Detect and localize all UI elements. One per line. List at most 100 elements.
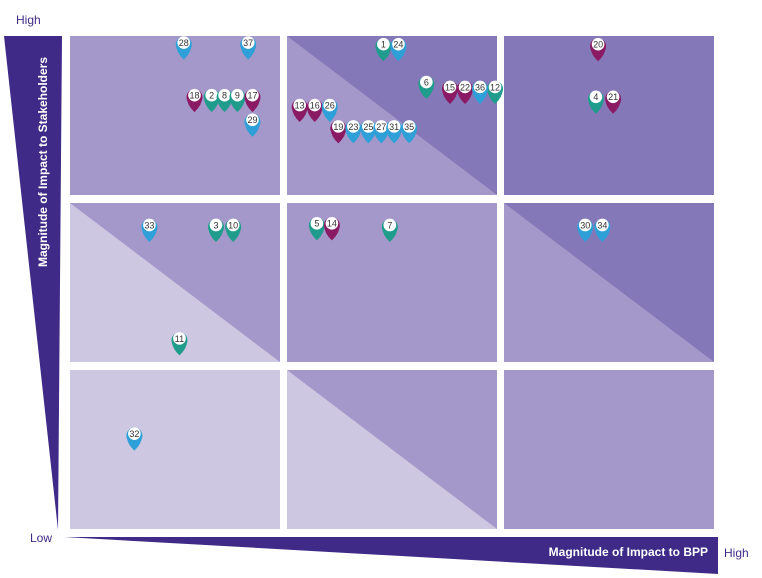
- marker-label-bg: [347, 120, 360, 133]
- marker-label-bg: [383, 218, 397, 232]
- map-pin-marker: 22: [456, 80, 473, 104]
- map-pin-marker: 10: [225, 218, 242, 242]
- marker-label: 36: [475, 82, 485, 92]
- marker-label: 16: [310, 100, 320, 110]
- matrix-cell: [70, 36, 280, 195]
- y-low-label: Low: [30, 531, 52, 545]
- marker-label: 11: [175, 334, 184, 344]
- map-pin-marker: 19: [330, 120, 347, 144]
- map-pin-marker: 6: [418, 75, 435, 100]
- marker-label: 17: [247, 91, 257, 101]
- marker-label-bg: [128, 427, 141, 440]
- marker-label-bg: [387, 120, 401, 133]
- map-pin-marker: 26: [321, 98, 338, 123]
- y-high-label: High: [16, 13, 41, 27]
- map-pin-marker: 33: [141, 218, 158, 242]
- marker-label-bg: [209, 218, 223, 232]
- map-pin-marker: 2: [203, 88, 220, 113]
- marker-label: 22: [460, 82, 470, 92]
- matrix-cell: [504, 370, 714, 529]
- marker-label-bg: [143, 218, 156, 232]
- map-pin-marker: 28: [175, 36, 192, 60]
- marker-label-bg: [591, 37, 605, 51]
- marker-label-bg: [231, 88, 244, 102]
- marker-label: 3: [213, 220, 218, 230]
- marker-label-bg: [596, 218, 609, 232]
- marker-label: 18: [189, 91, 199, 101]
- map-pin-marker: 8: [216, 88, 233, 113]
- marker-label-bg: [374, 120, 388, 133]
- marker-label-bg: [241, 36, 255, 49]
- marker-label-bg: [308, 98, 322, 112]
- marker-label-bg: [246, 113, 259, 127]
- marker-label-bg: [402, 120, 416, 133]
- marker-label-bg: [578, 218, 592, 232]
- x-axis-label: Magnitude of Impact to BPP: [549, 545, 708, 559]
- marker-label: 8: [222, 91, 227, 101]
- marker-label: 4: [593, 92, 598, 102]
- marker-label-bg: [458, 80, 472, 94]
- marker-label-bg: [473, 80, 487, 94]
- marker-label-bg: [420, 75, 433, 89]
- marker-label: 37: [243, 38, 253, 48]
- marker-label: 30: [580, 220, 590, 230]
- marker-label-bg: [226, 218, 240, 232]
- marker-label: 28: [179, 38, 189, 48]
- map-pin-marker: 23: [345, 120, 362, 144]
- map-pin-marker: 27: [373, 120, 390, 144]
- marker-label: 7: [387, 220, 392, 230]
- marker-label: 34: [597, 220, 607, 230]
- map-pin-marker: 34: [594, 218, 611, 242]
- marker-label: 19: [333, 122, 343, 132]
- marker-label-bg: [362, 120, 375, 133]
- matrix-cell-diagonal: [287, 36, 497, 195]
- marker-label-bg: [293, 98, 306, 112]
- map-pin-marker: 25: [360, 120, 377, 144]
- map-pin-marker: 14: [323, 217, 340, 241]
- x-high-label: High: [724, 546, 749, 560]
- marker-label-bg: [323, 98, 337, 112]
- matrix-cell-diagonal: [70, 203, 280, 362]
- marker-label: 5: [314, 219, 319, 229]
- map-pin-marker: 36: [472, 80, 489, 104]
- map-pin-marker: 5: [308, 217, 325, 241]
- marker-label: 9: [235, 91, 240, 101]
- marker-label: 14: [327, 219, 337, 229]
- marker-label: 2: [209, 91, 214, 101]
- map-pin-marker: 21: [605, 90, 622, 114]
- marker-label: 25: [363, 122, 373, 132]
- marker-label: 29: [247, 115, 257, 125]
- marker-label: 23: [348, 122, 358, 132]
- map-pin-marker: 35: [401, 120, 418, 144]
- marker-label-bg: [377, 37, 390, 51]
- matrix-cell-diagonal: [504, 203, 714, 362]
- map-pin-marker: 31: [386, 120, 403, 144]
- marker-label-bg: [246, 88, 259, 102]
- marker-label: 24: [393, 40, 403, 50]
- marker-label: 10: [228, 220, 238, 230]
- marker-label-bg: [443, 80, 457, 94]
- map-pin-marker: 15: [441, 80, 458, 104]
- marker-label: 15: [445, 82, 455, 92]
- matrix-cells: [70, 36, 714, 529]
- map-pin-marker: 13: [291, 98, 308, 123]
- map-pin-marker: 3: [207, 218, 224, 242]
- marker-label-bg: [325, 217, 339, 230]
- x-axis-wedge: [64, 537, 718, 574]
- marker-label: 35: [404, 122, 414, 132]
- marker-label-bg: [173, 332, 186, 345]
- marker-label: 27: [376, 122, 386, 132]
- marker-label: 26: [325, 100, 335, 110]
- y-axis-wedge: [4, 36, 62, 530]
- marker-label-bg: [589, 90, 603, 104]
- map-pin-marker: 12: [487, 80, 504, 104]
- map-pin-marker: 30: [577, 218, 594, 242]
- marker-label-bg: [332, 120, 345, 133]
- map-pin-marker: 11: [171, 332, 188, 356]
- marker-label: 12: [490, 82, 500, 92]
- marker-label: 31: [389, 122, 399, 132]
- marker-label: 20: [593, 40, 603, 50]
- matrix-cell-diagonal: [287, 370, 497, 529]
